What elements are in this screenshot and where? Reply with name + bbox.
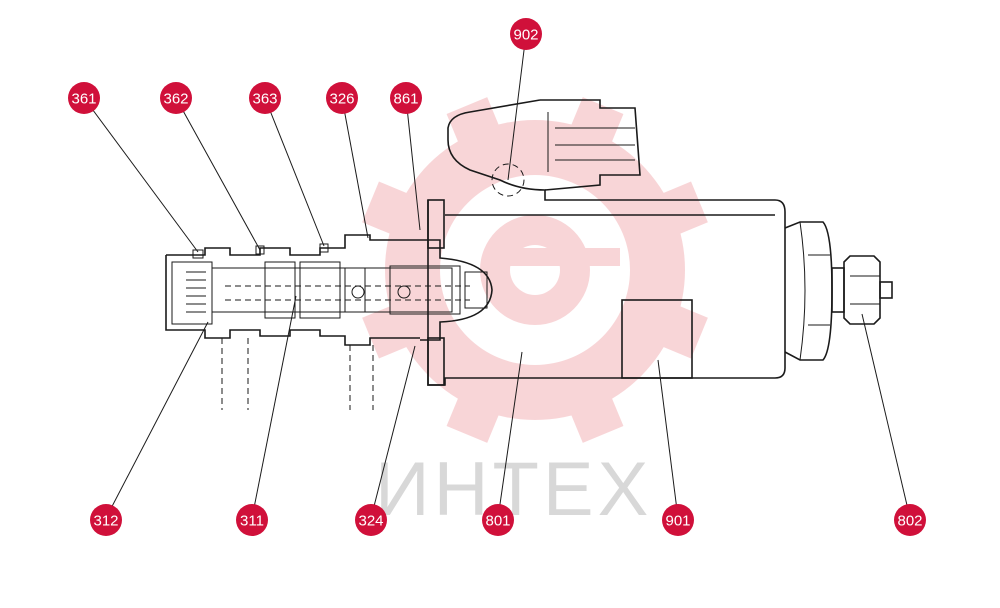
callout-label: 901 (665, 513, 690, 530)
leader-363 (264, 97, 325, 247)
callout-802: 802 (894, 504, 926, 536)
callout-361: 361 (68, 82, 100, 114)
leader-861 (405, 97, 421, 231)
leader-801 (497, 351, 523, 519)
watermark-gear-logo (362, 97, 708, 443)
callout-bubbles: 361 362 363 326 861 902 312 311 (68, 18, 926, 536)
callout-label: 861 (393, 91, 418, 108)
leader-324 (370, 345, 416, 519)
leader-312 (105, 321, 209, 519)
callout-label: 312 (93, 513, 118, 530)
leader-802 (861, 313, 911, 519)
leader-902 (507, 33, 527, 181)
valve-cartridge (165, 234, 493, 410)
gear-tooth (446, 379, 507, 443)
gear-tooth (362, 181, 426, 242)
callout-label: 902 (513, 27, 538, 44)
leader-362 (175, 97, 261, 251)
callout-902: 902 (510, 18, 542, 50)
callout-311: 311 (236, 504, 268, 536)
leader-326 (341, 97, 369, 239)
callout-326: 326 (326, 82, 358, 114)
leader-lines (83, 33, 911, 519)
leader-311 (251, 295, 297, 519)
callout-label: 363 (252, 91, 277, 108)
lock-nut-assembly (784, 221, 893, 361)
callout-901: 901 (662, 504, 694, 536)
leader-361 (83, 97, 199, 253)
callout-324: 324 (355, 504, 387, 536)
callout-861: 861 (390, 82, 422, 114)
callout-312: 312 (90, 504, 122, 536)
leader-901 (657, 359, 679, 519)
callout-label: 801 (485, 513, 510, 530)
gear-tooth (563, 97, 624, 161)
callout-label: 311 (240, 513, 264, 530)
solenoid-body (427, 99, 786, 386)
callout-label: 802 (897, 513, 922, 530)
gear-tooth (563, 379, 624, 443)
callout-label: 361 (71, 91, 96, 108)
callout-363: 363 (249, 82, 281, 114)
callout-label: 324 (358, 513, 383, 530)
gear-tooth (446, 97, 507, 161)
callout-label: 326 (329, 91, 354, 108)
gear-tooth (644, 181, 708, 242)
callout-362: 362 (160, 82, 192, 114)
callout-801: 801 (482, 504, 514, 536)
callout-label: 362 (163, 91, 188, 108)
